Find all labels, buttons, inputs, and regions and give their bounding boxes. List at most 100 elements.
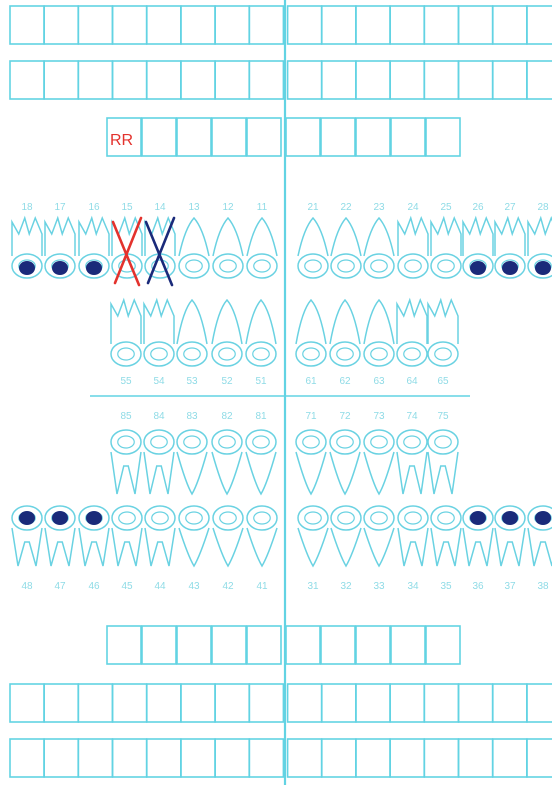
tooth-55 — [111, 300, 141, 366]
grid-cell — [286, 118, 320, 156]
tooth-72 — [330, 430, 360, 494]
grid-cell — [212, 626, 246, 664]
tooth-label-52: 52 — [221, 376, 233, 387]
tooth-label-27: 27 — [504, 202, 516, 213]
bottom-remark-box-row[interactable] — [107, 626, 460, 664]
grid-cell — [212, 118, 246, 156]
grid-cell — [527, 61, 552, 99]
filled-mark-37 — [502, 511, 518, 525]
tooth-label-82: 82 — [221, 411, 233, 422]
tooth-label-35: 35 — [440, 581, 452, 592]
tooth-label-23: 23 — [373, 202, 385, 213]
grid-cell — [527, 684, 552, 722]
grid-cell — [181, 684, 215, 722]
tooth-75 — [428, 430, 458, 494]
tooth-23 — [364, 218, 394, 278]
tooth-45 — [112, 506, 142, 566]
tooth-52 — [212, 300, 242, 366]
grid-cell — [181, 6, 215, 44]
grid-cell — [493, 684, 527, 722]
tooth-label-83: 83 — [186, 411, 198, 422]
grid-cell — [288, 739, 322, 777]
tooth-label-17: 17 — [54, 202, 66, 213]
tooth-11 — [247, 218, 277, 278]
tooth-label-15: 15 — [121, 202, 133, 213]
tooth-35 — [431, 506, 461, 566]
grid-cell — [249, 739, 283, 777]
tooth-71 — [296, 430, 326, 494]
tooth-label-46: 46 — [88, 581, 100, 592]
filled-mark-28 — [535, 261, 551, 275]
grid-cell — [107, 626, 141, 664]
remark-box-row[interactable] — [107, 118, 460, 156]
tooth-13 — [179, 218, 209, 278]
grid-cell — [391, 118, 425, 156]
grid-cell — [78, 684, 112, 722]
tooth-label-73: 73 — [373, 411, 385, 422]
grid-cell — [288, 61, 322, 99]
grid-cell — [10, 61, 44, 99]
tooth-label-75: 75 — [437, 411, 449, 422]
grid-cell — [142, 626, 176, 664]
grid-cell — [142, 118, 176, 156]
grid-cell — [247, 118, 281, 156]
grid-cell — [426, 626, 460, 664]
tooth-74 — [397, 430, 427, 494]
grid-cell — [249, 684, 283, 722]
tooth-label-65: 65 — [437, 376, 449, 387]
tooth-label-61: 61 — [305, 376, 317, 387]
tooth-label-38: 38 — [537, 581, 549, 592]
grid-cell — [44, 684, 78, 722]
grid-cell — [113, 739, 147, 777]
tooth-label-43: 43 — [188, 581, 200, 592]
tooth-label-42: 42 — [222, 581, 234, 592]
tooth-81 — [246, 430, 276, 494]
grid-cell — [215, 684, 249, 722]
grid-cell — [390, 61, 424, 99]
tooth-label-28: 28 — [537, 202, 549, 213]
grid-cell — [493, 61, 527, 99]
grid-cell — [181, 61, 215, 99]
bottom-grid-row-1 — [10, 684, 552, 722]
tooth-label-48: 48 — [21, 581, 33, 592]
tooth-63 — [364, 300, 394, 366]
grid-cell — [426, 118, 460, 156]
grid-cell — [322, 739, 356, 777]
tooth-label-33: 33 — [373, 581, 385, 592]
tooth-42 — [213, 506, 243, 566]
grid-cell — [247, 626, 281, 664]
filled-mark-26 — [470, 261, 486, 275]
tooth-label-22: 22 — [340, 202, 352, 213]
grid-cell — [356, 684, 390, 722]
grid-cell — [78, 6, 112, 44]
tooth-label-63: 63 — [373, 376, 385, 387]
tooth-label-47: 47 — [54, 581, 66, 592]
tooth-label-31: 31 — [307, 581, 319, 592]
tooth-label-72: 72 — [339, 411, 351, 422]
grid-cell — [44, 6, 78, 44]
grid-cell — [459, 739, 493, 777]
grid-cell — [10, 739, 44, 777]
tooth-label-81: 81 — [255, 411, 267, 422]
grid-cell — [215, 739, 249, 777]
tooth-label-71: 71 — [305, 411, 317, 422]
tooth-label-18: 18 — [21, 202, 33, 213]
tooth-65 — [428, 300, 458, 366]
tooth-54 — [144, 300, 174, 366]
filled-mark-47 — [52, 511, 68, 525]
tooth-label-36: 36 — [472, 581, 484, 592]
tooth-label-62: 62 — [339, 376, 351, 387]
grid-cell — [177, 626, 211, 664]
grid-cell — [424, 6, 458, 44]
grid-cell — [181, 739, 215, 777]
tooth-label-51: 51 — [255, 376, 267, 387]
grid-cell — [288, 6, 322, 44]
grid-cell — [177, 118, 211, 156]
tooth-label-21: 21 — [307, 202, 319, 213]
grid-cell — [424, 684, 458, 722]
top-grid-row-1 — [10, 6, 552, 44]
grid-cell — [356, 61, 390, 99]
filled-mark-38 — [535, 511, 551, 525]
grid-cell — [322, 684, 356, 722]
